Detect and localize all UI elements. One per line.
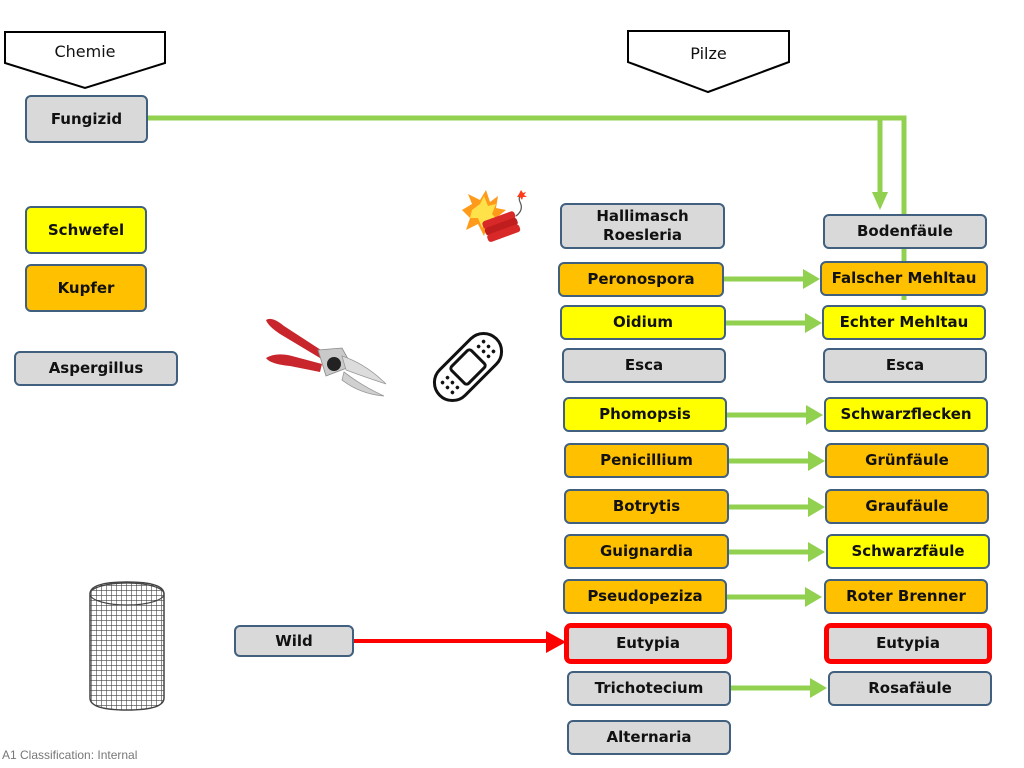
pilze-header-shape bbox=[627, 30, 790, 94]
aspergillus-box[interactable]: Aspergillus bbox=[14, 351, 178, 386]
pathogen-penicillium[interactable]: Penicillium bbox=[564, 443, 729, 478]
pruning-shears-icon bbox=[266, 318, 387, 397]
disease-rosafaeule[interactable]: Rosafäule bbox=[828, 671, 992, 706]
chemie-header: Chemie bbox=[54, 42, 116, 61]
pathogen-esca[interactable]: Esca bbox=[562, 348, 726, 383]
chemie-header-shape bbox=[4, 31, 166, 90]
disease-falscher-mehltau[interactable]: Falscher Mehltau bbox=[820, 261, 988, 296]
pathogen-pseudopeziza[interactable]: Pseudopeziza bbox=[563, 579, 727, 614]
wild-arrowhead bbox=[546, 631, 566, 653]
pathogen-hallimasch-roesleria[interactable]: Hallimasch Roesleria bbox=[560, 203, 725, 249]
pathogen-oidium[interactable]: Oidium bbox=[560, 305, 726, 340]
pathogen-eutypia[interactable]: Eutypia bbox=[564, 623, 732, 664]
disease-schwarzflecken[interactable]: Schwarzflecken bbox=[824, 397, 988, 432]
pilze-header: Pilze bbox=[690, 44, 727, 63]
dynamite-icon bbox=[462, 190, 527, 242]
bandage-icon bbox=[432, 331, 504, 403]
phomopsis-arrowhead bbox=[806, 405, 823, 425]
trichotecium-arrowhead bbox=[810, 678, 827, 698]
disease-bodenfaeule[interactable]: Bodenfäule bbox=[823, 214, 987, 249]
pathogen-trichotecium[interactable]: Trichotecium bbox=[567, 671, 731, 706]
disease-gruenfaeule[interactable]: Grünfäule bbox=[825, 443, 989, 478]
schwefel-box[interactable]: Schwefel bbox=[25, 206, 147, 254]
pathogen-alternaria[interactable]: Alternaria bbox=[567, 720, 731, 755]
classification-footer: A1 Classification: Internal bbox=[2, 748, 138, 762]
disease-esca[interactable]: Esca bbox=[823, 348, 987, 383]
guignardia-arrowhead bbox=[808, 542, 825, 562]
kupfer-box[interactable]: Kupfer bbox=[25, 264, 147, 312]
oidium-arrowhead bbox=[805, 313, 822, 333]
wire-mesh-cylinder-icon bbox=[89, 581, 165, 711]
disease-schwarzfaeule[interactable]: Schwarzfäule bbox=[826, 534, 990, 569]
disease-eutypia[interactable]: Eutypia bbox=[824, 623, 992, 664]
botrytis-arrowhead bbox=[808, 497, 825, 517]
penicillium-arrowhead bbox=[808, 451, 825, 471]
disease-echter-mehltau[interactable]: Echter Mehltau bbox=[822, 305, 986, 340]
pseudopeziza-arrowhead bbox=[805, 587, 822, 607]
pathogen-peronospora[interactable]: Peronospora bbox=[558, 262, 724, 297]
fungizid-box[interactable]: Fungizid bbox=[25, 95, 148, 143]
disease-graufaeule[interactable]: Graufäule bbox=[825, 489, 989, 524]
disease-roter-brenner[interactable]: Roter Brenner bbox=[824, 579, 988, 614]
pathogen-botrytis[interactable]: Botrytis bbox=[564, 489, 729, 524]
pathogen-phomopsis[interactable]: Phomopsis bbox=[563, 397, 727, 432]
fungizid-arrowhead bbox=[872, 192, 888, 210]
pathogen-guignardia[interactable]: Guignardia bbox=[564, 534, 729, 569]
peronospora-arrowhead bbox=[803, 269, 820, 289]
wild-box[interactable]: Wild bbox=[234, 625, 354, 657]
